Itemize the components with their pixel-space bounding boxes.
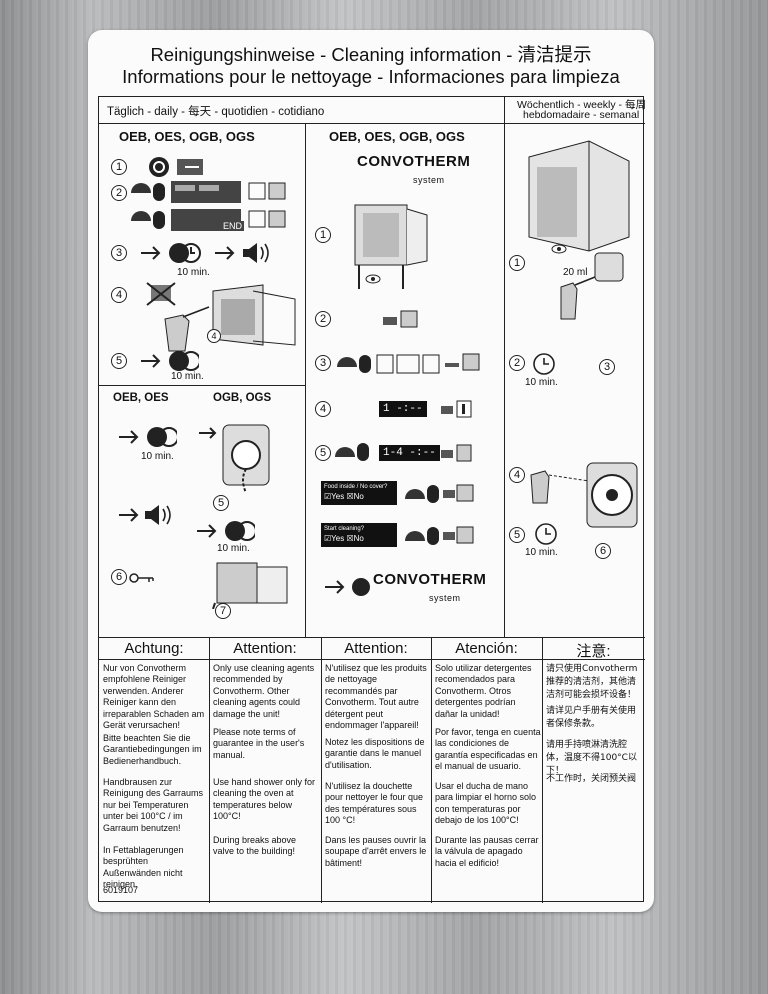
models-oeb-oes: OEB, OES bbox=[113, 392, 169, 404]
fan-spray-icon bbox=[525, 457, 641, 546]
display-end: END bbox=[221, 221, 245, 231]
step-4-inline-badge: 4 bbox=[207, 329, 221, 343]
attention-de-title: Achtung: bbox=[124, 640, 184, 657]
arrow-timer-sound-icon bbox=[139, 239, 279, 272]
popup-food-inside: Food inside / No cover? ☑Yes ☒No bbox=[321, 481, 397, 505]
step-1-badge: 1 bbox=[111, 159, 127, 175]
step-2-mid-badge: 2 bbox=[315, 311, 331, 327]
attention-de-3: Handbrausen zur Reinigung des Garraums n… bbox=[103, 777, 204, 833]
cleaning-program-select-icon bbox=[335, 351, 485, 382]
step-4-mid-badge: 4 bbox=[315, 401, 331, 417]
timer-label-right-5: 10 min. bbox=[525, 547, 558, 558]
models-mid: OEB, OES, OGB, OGS bbox=[329, 129, 465, 144]
attention-zh-4: 不工作时，关闭预关阀 bbox=[546, 774, 637, 784]
oven-corner-icon bbox=[519, 137, 639, 262]
key-icon bbox=[129, 571, 155, 589]
attention-fr-2: Notez les dispositions de garantie dans … bbox=[325, 737, 425, 770]
title-line-1: Reinigungshinweise - Cleaning informatio… bbox=[150, 44, 592, 65]
title-line-2: Informations pour le nettoyage - Informa… bbox=[122, 66, 620, 87]
instruction-frame: Täglich - daily - 每天 - quotidien - cotid… bbox=[98, 96, 646, 903]
timer-label-right-2: 10 min. bbox=[525, 377, 558, 388]
step-5-right-badge: 5 bbox=[509, 527, 525, 543]
step-5-inline-badge: 5 bbox=[213, 495, 229, 511]
attention-fr-4: Dans les pauses ouvrir la soupape d'arrê… bbox=[325, 835, 427, 868]
attention-zh-3: 请用手持喷淋清洗腔体，温度不得100°C以下！ bbox=[546, 740, 637, 776]
attention-es-4: Durante las pausas cerrar la válvula de … bbox=[435, 835, 539, 868]
attention-es-1: Solo utilizar detergentes recomendados p… bbox=[435, 663, 532, 719]
models-left: OEB, OES, OGB, OGS bbox=[119, 129, 255, 144]
step-1-mid-badge: 1 bbox=[315, 227, 331, 243]
attention-de-1: Nur von Convotherm empfohlene Reiniger v… bbox=[103, 663, 205, 731]
step-6-right-badge: 6 bbox=[595, 543, 611, 559]
oven-cabinet-eye-icon bbox=[349, 199, 429, 296]
step-5-mid-badge: 5 bbox=[315, 445, 331, 461]
attention-zh-1: 请只使用Convotherm推荐的清洁剂，其他清洁剂可能会损坏设备！ bbox=[546, 664, 638, 700]
attention-es-2: Por favor, tenga en cuenta las condicion… bbox=[435, 727, 541, 772]
step-3-badge: 3 bbox=[111, 245, 127, 261]
drain-filter-icon bbox=[197, 419, 277, 504]
arrow-sound-icon bbox=[117, 501, 177, 534]
power-timer-icon bbox=[333, 441, 377, 468]
control-panel-icon bbox=[129, 179, 289, 244]
step-4-right-badge: 4 bbox=[509, 467, 525, 483]
timer-label-step5: 10 min. bbox=[171, 371, 204, 382]
power-button-icon bbox=[147, 155, 207, 184]
attention-zh-2: 请详见户手册有关使用者保修条款。 bbox=[546, 706, 637, 729]
press-thermometer-icon bbox=[439, 399, 473, 424]
display-step5: 1-4 -:-- bbox=[379, 445, 440, 461]
step-4-badge: 4 bbox=[111, 287, 127, 303]
models-ogb-ogs: OGB, OGS bbox=[213, 392, 272, 404]
oven-door-spray-icon bbox=[143, 281, 303, 366]
attention-en-4: During breaks above valve to the buildin… bbox=[213, 835, 297, 857]
attention-en-1: Only use cleaning agents recommended by … bbox=[213, 663, 315, 719]
step-3-mid-badge: 3 bbox=[315, 355, 331, 371]
detergent-fill-icon bbox=[539, 237, 639, 332]
attention-es-title: Atención: bbox=[455, 640, 518, 657]
confirm-buttons-icon bbox=[403, 483, 475, 510]
attention-de-4: In Fettablagerungen besprühten Außenwänd… bbox=[103, 845, 184, 890]
weekly-header-2: hebdomadaire - semanal bbox=[523, 109, 640, 121]
display-step4: 1 -:-- bbox=[379, 401, 427, 417]
press-button-icon bbox=[381, 309, 421, 336]
cleaning-instruction-label: Reinigungshinweise - Cleaning informatio… bbox=[88, 30, 654, 912]
attention-fr-title: Attention: bbox=[344, 640, 408, 657]
press-button-icon-2 bbox=[439, 443, 473, 468]
attention-zh-title: 注意: bbox=[576, 643, 611, 660]
popup-start-cleaning: Start cleaning? ☑Yes ☒No bbox=[321, 523, 397, 547]
step-2-right-badge: 2 bbox=[509, 355, 525, 371]
timer-label-step3: 10 min. bbox=[177, 267, 210, 278]
step-5-badge: 5 bbox=[111, 353, 127, 369]
attention-en-2: Please note terms of guarantee in the us… bbox=[213, 727, 305, 760]
timer-label-ogb: 10 min. bbox=[217, 543, 250, 554]
arrow-power-icon bbox=[323, 575, 373, 604]
confirm-buttons-icon-2 bbox=[403, 525, 475, 552]
weekly-header-1: Wöchentlich - weekly - 每周 bbox=[517, 99, 646, 111]
step-2-badge: 2 bbox=[111, 185, 127, 201]
step-1-right-badge: 1 bbox=[509, 255, 525, 271]
dose-20ml: 20 ml bbox=[563, 267, 588, 278]
step-7-badge: 7 bbox=[215, 603, 231, 619]
timer-label-oeb: 10 min. bbox=[141, 451, 174, 462]
attention-de-2: Bitte beachten Sie die Garantiebedingung… bbox=[103, 733, 202, 766]
arrow-timer-icon bbox=[139, 347, 201, 380]
oven-open-drain-icon bbox=[211, 559, 291, 614]
daily-header: Täglich - daily - 每天 - quotidien - cotid… bbox=[107, 106, 325, 118]
clock-icon-2 bbox=[533, 521, 559, 552]
attention-en-title: Attention: bbox=[233, 640, 297, 657]
attention-fr-3: N'utilisez la douchette pour nettoyer le… bbox=[325, 781, 424, 826]
step-3-right-badge: 3 bbox=[599, 359, 615, 375]
attention-fr-1: N'utilisez que les produits de nettoyage… bbox=[325, 663, 427, 731]
attention-es-3: Usar el ducha de mano para limpiar el ho… bbox=[435, 781, 537, 826]
clock-icon bbox=[531, 351, 557, 382]
step-6-badge: 6 bbox=[111, 569, 127, 585]
part-number: 6019107 bbox=[103, 885, 139, 895]
attention-en-3: Use hand shower only for cleaning the ov… bbox=[213, 777, 316, 822]
